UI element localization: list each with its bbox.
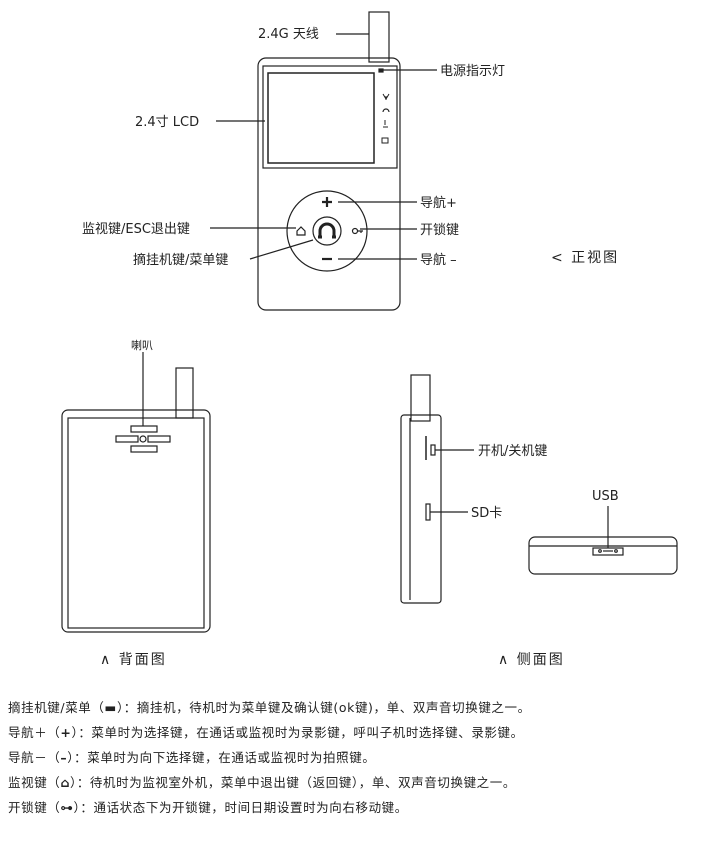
bottom-body — [528, 536, 678, 575]
unlock-label: 开锁键 — [420, 222, 459, 238]
side-power-label: 开机/关机键 — [478, 444, 547, 459]
monitor-label: 监视键/ESC退出键 — [82, 222, 190, 237]
description-line-5: 开锁键（⊶）：通话状态下为开锁键，时间日期设置时为向右移动键。 — [8, 800, 708, 816]
desc-text: ）：摘挂机，待机时为菜单键及确认键(ok键)，单、双声音切换键之一。 — [116, 700, 531, 715]
speaker-center — [139, 435, 147, 443]
unlock-icon[interactable] — [351, 227, 359, 235]
power-led-label: 电源指示灯 — [440, 64, 505, 79]
sd-card-slot[interactable] — [425, 503, 431, 521]
hook-icon — [318, 222, 336, 239]
back-view-caption: ∧ 背面图 — [100, 652, 167, 668]
speaker-grill-bottom — [130, 445, 158, 453]
side-power-button[interactable] — [430, 444, 436, 456]
description-line-2: 导航＋（+）：菜单时为选择键，在通话或监视时为录影键，呼叫子机时选择键、录影键。 — [8, 725, 708, 741]
desc-key: 导航＋（ — [8, 725, 61, 740]
mic-icon — [383, 120, 388, 128]
nav-ring[interactable] — [286, 190, 368, 272]
desc-text: ）：菜单时为向下选择键，在通话或监视时为拍照键。 — [67, 750, 376, 765]
handset-key-icon: ▬ — [104, 700, 117, 715]
front-antenna — [368, 11, 390, 63]
speaker-grill-right — [147, 435, 171, 443]
hook-button[interactable] — [312, 216, 342, 246]
speaker-grill-top — [130, 425, 158, 433]
desc-key: 开锁键（ — [8, 800, 61, 815]
speaker-grill-left — [115, 435, 139, 443]
plus-key-icon: + — [60, 725, 72, 740]
side-view-caption: ∧ 侧面图 — [498, 652, 565, 668]
back-body — [61, 409, 211, 633]
lcd-screen — [267, 72, 375, 164]
signal-icon — [382, 93, 390, 100]
side-view — [400, 374, 678, 604]
usb-label: USB — [592, 489, 619, 504]
nav-minus-label: 导航 – — [420, 252, 457, 268]
front-view-caption: < 正视图 — [551, 250, 619, 266]
monitor-key-icon: ⌂ — [60, 775, 70, 790]
desc-key: 摘挂机键/菜单（ — [8, 700, 105, 715]
back-inner-panel — [67, 417, 205, 629]
desc-text: ）：菜单时为选择键，在通话或监视时为录影键，呼叫子机时选择键、录影键。 — [71, 725, 524, 740]
desc-key: 监视键（ — [8, 775, 61, 790]
monitor-icon[interactable] — [296, 226, 306, 236]
side-body — [400, 414, 442, 604]
desc-text: ）：待机时为监视室外机，菜单中退出键（返回键），单、双声音切换键之一。 — [69, 775, 516, 790]
desc-text: ）：通话状态下为开锁键，时间日期设置时为向右移动键。 — [73, 800, 408, 815]
nav-plus-label: 导航+ — [420, 195, 457, 211]
minus-key-icon: – — [60, 750, 68, 765]
description-line-4: 监视键（⌂）：待机时为监视室外机，菜单中退出键（返回键），单、双声音切换键之一。 — [8, 775, 708, 791]
speaker-label: 喇叭 — [131, 338, 153, 352]
camera-icon — [381, 137, 389, 144]
power-led — [378, 68, 384, 73]
back-view — [61, 352, 211, 633]
desc-key: 导航－（ — [8, 750, 61, 765]
front-view — [210, 11, 437, 311]
front-screen-frame — [262, 65, 398, 169]
description-line-3: 导航－（–）：菜单时为向下选择键，在通话或监视时为拍照键。 — [8, 750, 708, 766]
sd-card-label: SD卡 — [471, 506, 502, 521]
unlock-key-icon: ⊶ — [60, 800, 74, 815]
lcd-label: 2.4寸 LCD — [135, 115, 199, 130]
description-line-1: 摘挂机键/菜单（▬）：摘挂机，待机时为菜单键及确认键(ok键)，单、双声音切换键… — [8, 700, 708, 716]
handset-icon — [382, 108, 390, 113]
hook-label: 摘挂机键/菜单键 — [133, 252, 228, 268]
side-antenna — [410, 374, 431, 422]
antenna-label: 2.4G 天线 — [258, 27, 319, 42]
front-body — [257, 57, 401, 311]
nav-plus-icon[interactable] — [322, 197, 332, 207]
